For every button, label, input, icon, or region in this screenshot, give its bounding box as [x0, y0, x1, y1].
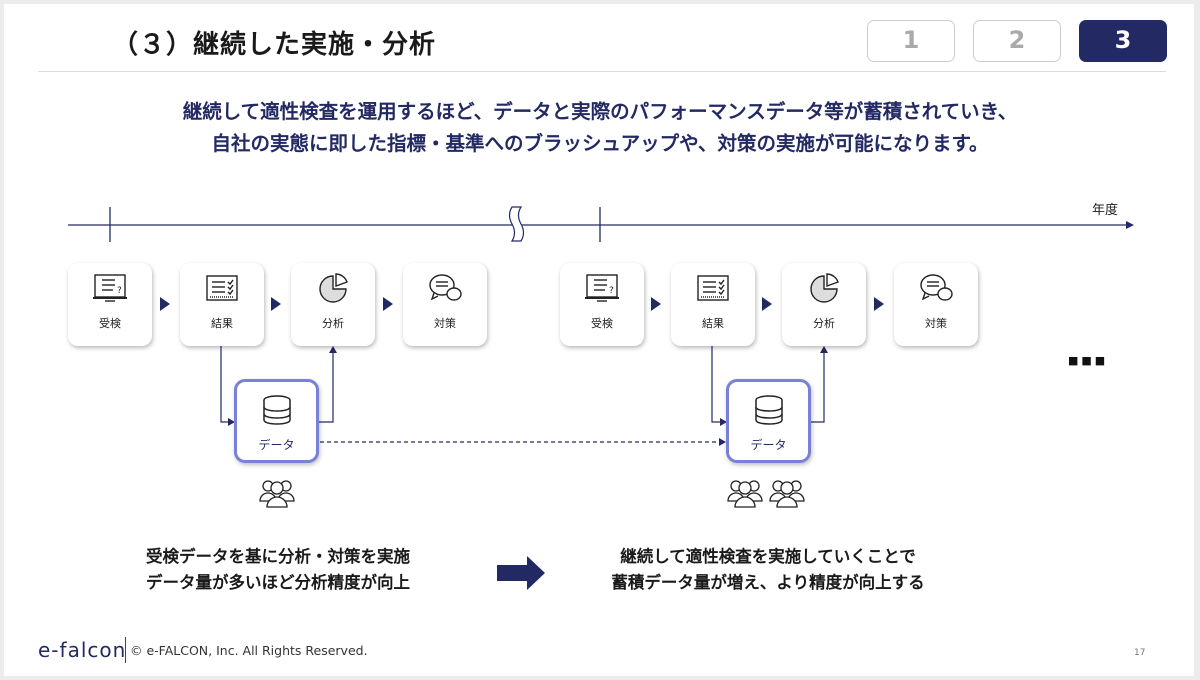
axis-label: 年度	[1092, 203, 1119, 218]
step-label: 受検	[99, 317, 121, 330]
step-box-measures: 対策	[894, 263, 978, 346]
result-checklist-icon	[206, 275, 238, 301]
step-label: 分析	[813, 317, 835, 330]
left-summary: 受検データを基に分析・対策を実施データ量が多いほど分析精度が向上	[98, 544, 458, 596]
right-summary: 継続して適性検査を実施していくことで蓄積データ量が増え、より精度が向上する	[568, 544, 968, 596]
pie-chart-icon	[319, 273, 348, 303]
step-box-exam: 受検	[560, 263, 644, 346]
flow-arrow-icon	[762, 297, 772, 311]
lead-text-line2: 自社の実態に即した指標・基準へのブラッシュアップや、対策の実施が可能になります。	[211, 132, 989, 155]
result-checklist-icon	[697, 275, 729, 301]
summary-line: 受検データを基に分析・対策を実施	[146, 547, 410, 566]
step-label: 対策	[434, 317, 456, 330]
step-label: 受検	[591, 317, 613, 330]
footer-divider	[125, 637, 126, 663]
flow-arrow-icon	[383, 297, 393, 311]
right-arrow-icon	[497, 556, 545, 590]
step-box-measures: 対策	[403, 263, 487, 346]
summary-line: 蓄積データ量が増え、より精度が向上する	[611, 573, 925, 592]
chat-bubbles-icon	[429, 274, 462, 301]
step-label: 結果	[211, 317, 233, 330]
timeline-arrowhead	[1126, 221, 1134, 229]
ellipsis-indicator: ■■■	[1068, 354, 1109, 367]
flow-arrow-icon	[271, 297, 281, 311]
exam-monitor-icon	[584, 274, 620, 302]
people-group-icon	[769, 480, 805, 508]
step-box-analysis: 分析	[291, 263, 375, 346]
step-1-button[interactable]: 1	[867, 20, 955, 62]
step-box-result: 結果	[671, 263, 755, 346]
lead-text-line1: 継続して適性検査を運用するほど、データと実際のパフォーマンスデータ等が蓄積されて…	[182, 100, 1018, 123]
step-label: 結果	[702, 317, 724, 330]
data-label: データ	[258, 438, 295, 452]
company-logo: e-falcon	[38, 638, 127, 662]
exam-monitor-icon	[92, 274, 128, 302]
step-label: 分析	[322, 317, 344, 330]
chat-bubbles-icon	[920, 274, 953, 301]
flow-arrow-icon	[651, 297, 661, 311]
step-box-analysis: 分析	[782, 263, 866, 346]
step-box-exam: 受検	[68, 263, 152, 346]
data-box: データ	[726, 379, 811, 463]
summary-line: データ量が多いほど分析精度が向上	[146, 573, 410, 592]
people-group-icon	[727, 480, 763, 508]
step-box-result: 結果	[180, 263, 264, 346]
people-group-icon	[259, 480, 295, 508]
page-number: 17	[1134, 648, 1146, 658]
flow-arrow-icon	[160, 297, 170, 311]
header-divider	[38, 71, 1166, 72]
copyright: © e-FALCON, Inc. All Rights Reserved.	[130, 643, 368, 658]
data-label: データ	[750, 438, 787, 452]
timeline-break-icon	[508, 206, 525, 242]
step-3-button[interactable]: 3	[1079, 20, 1167, 62]
flow-arrow-icon	[874, 297, 884, 311]
data-box: データ	[234, 379, 319, 463]
page-title: （３）継続した実施・分析	[112, 30, 437, 60]
step-label: 対策	[925, 317, 947, 330]
database-icon	[754, 395, 783, 425]
database-icon	[262, 395, 291, 425]
pie-chart-icon	[810, 273, 839, 303]
step-2-button[interactable]: 2	[973, 20, 1061, 62]
summary-line: 継続して適性検査を実施していくことで	[620, 547, 916, 566]
